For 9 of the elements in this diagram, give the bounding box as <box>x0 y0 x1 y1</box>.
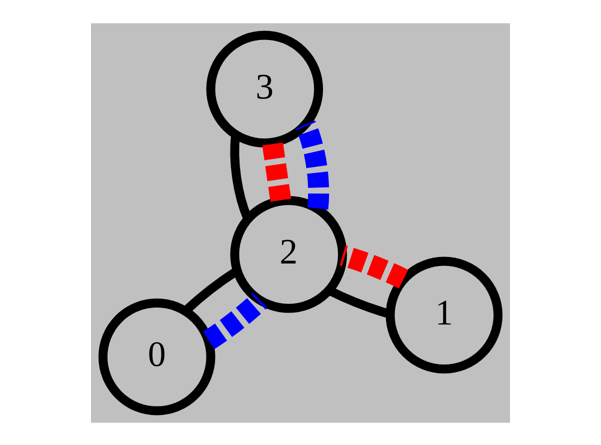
connector <box>296 120 330 209</box>
connector <box>262 140 292 202</box>
node-circle: 2 <box>230 196 347 312</box>
node-circle: 0 <box>98 298 216 415</box>
connector <box>230 134 252 220</box>
connector <box>202 292 268 349</box>
node-circle: 1 <box>386 256 503 374</box>
node-circle: 3 <box>206 30 324 147</box>
connector <box>340 244 408 288</box>
